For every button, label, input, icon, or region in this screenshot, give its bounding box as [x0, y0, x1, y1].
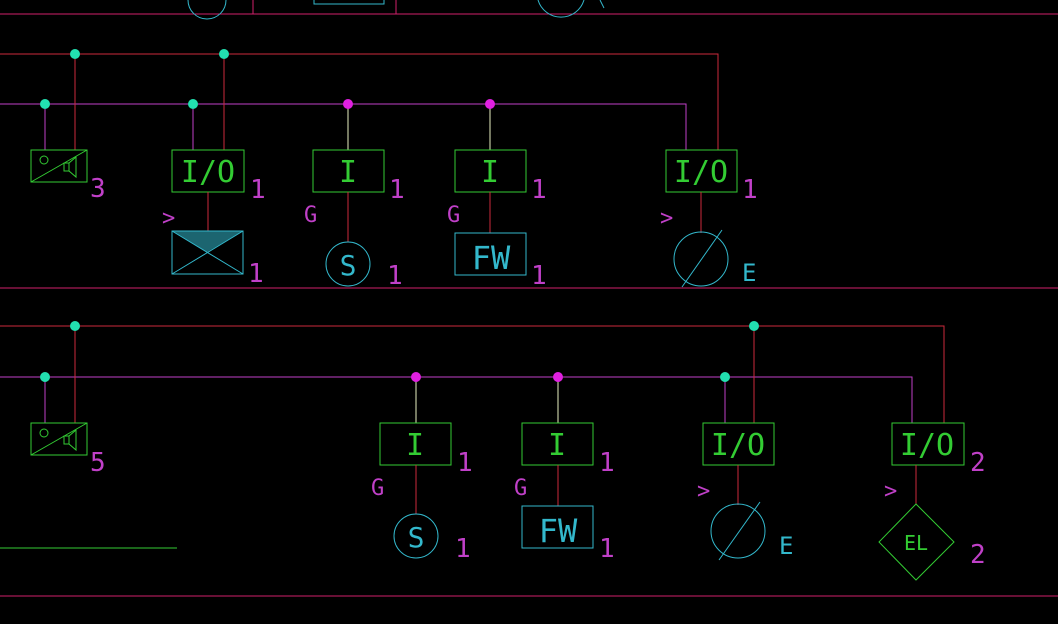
- arrow-label: >: [162, 206, 175, 231]
- input-label: I: [406, 428, 424, 463]
- arrow-label: >: [697, 479, 710, 504]
- detector-label: S: [408, 521, 425, 554]
- partial-label: [599, 0, 605, 9]
- io-label: I/O: [711, 428, 765, 463]
- solenoid-valve-icon: [673, 231, 729, 287]
- speaker-module-row1[interactable]: 3: [30, 54, 106, 204]
- smoke-detector-icon: [325, 241, 371, 287]
- module-count: 1: [250, 175, 266, 205]
- io-module-e-row2[interactable]: I/O > E: [697, 326, 793, 561]
- speaker-count: 3: [90, 174, 106, 204]
- input-label: I: [339, 155, 357, 190]
- flow-switch-count: 1: [531, 261, 547, 291]
- arrow-label: >: [660, 206, 673, 231]
- g-label: G: [371, 476, 384, 501]
- module-count: 1: [599, 448, 615, 478]
- module-count: 1: [389, 175, 405, 205]
- flow-switch-label: FW: [472, 239, 511, 277]
- bus-red-row2: [0, 325, 945, 423]
- solenoid-valve-icon: [710, 503, 766, 559]
- valve-label: E: [779, 532, 793, 560]
- io-module-el-row2[interactable]: I/O 2 > EL 2: [878, 422, 986, 581]
- input-module-fw-row2[interactable]: I 1 G FW 1: [514, 377, 615, 564]
- g-label: G: [304, 203, 317, 228]
- speaker-module-icon: [30, 422, 88, 456]
- flow-switch-icon: [521, 505, 594, 549]
- partial-flow-switch-icon: [313, 0, 385, 5]
- detector-label: S: [340, 249, 357, 282]
- junction-nodes-row2: [40, 321, 759, 382]
- row-2: 5 I 1 G S 1 I 1 G FW 1: [0, 321, 1058, 597]
- damper-count: 1: [248, 259, 264, 289]
- module-count: 2: [970, 448, 986, 478]
- input-module-fw-row1[interactable]: I 1 G FW 1: [447, 104, 547, 291]
- flow-switch-icon: [454, 232, 527, 276]
- bus-red-row1: [0, 53, 719, 150]
- speaker-module-icon: [30, 149, 88, 183]
- input-module-s-row1[interactable]: I 1 G S 1: [304, 104, 405, 291]
- lock-label: EL: [904, 531, 928, 555]
- lock-count: 2: [970, 540, 986, 570]
- arrow-label: >: [884, 479, 897, 504]
- module-count: 1: [742, 175, 758, 205]
- module-count: 1: [457, 448, 473, 478]
- input-module-s-row2[interactable]: I 1 G S 1: [371, 377, 473, 564]
- flow-switch-label: FW: [539, 512, 578, 550]
- bus-magenta-row2: [0, 376, 913, 423]
- junction-nodes-row1: [40, 49, 495, 109]
- module-count: 1: [531, 175, 547, 205]
- io-module-damper-row1[interactable]: I/O 1 > 1: [162, 54, 266, 289]
- electric-lock-icon: [878, 503, 955, 581]
- io-label: I/O: [181, 155, 235, 190]
- detector-count: 1: [387, 261, 403, 291]
- partial-detector-icon: [187, 0, 227, 20]
- flow-switch-count: 1: [599, 534, 615, 564]
- row-1: 3 I/O 1 > 1 I 1 G: [0, 49, 1058, 291]
- damper-icon: [171, 230, 244, 275]
- input-label: I: [548, 428, 566, 463]
- io-module-e-row1[interactable]: I/O 1 > E: [660, 149, 758, 288]
- g-label: G: [447, 203, 460, 228]
- speaker-module-row2[interactable]: 5: [30, 326, 106, 478]
- g-label: G: [514, 476, 527, 501]
- valve-label: E: [742, 259, 756, 287]
- partial-valve-icon: [537, 0, 585, 18]
- input-label: I: [481, 155, 499, 190]
- io-module-icon: [891, 422, 965, 466]
- smoke-detector-icon: [393, 513, 439, 559]
- io-label: I/O: [900, 428, 954, 463]
- top-partial-row: [0, 0, 1058, 20]
- speaker-count: 5: [90, 448, 106, 478]
- detector-count: 1: [455, 534, 471, 564]
- io-label: I/O: [674, 155, 728, 190]
- bus-magenta-row1: [0, 103, 687, 150]
